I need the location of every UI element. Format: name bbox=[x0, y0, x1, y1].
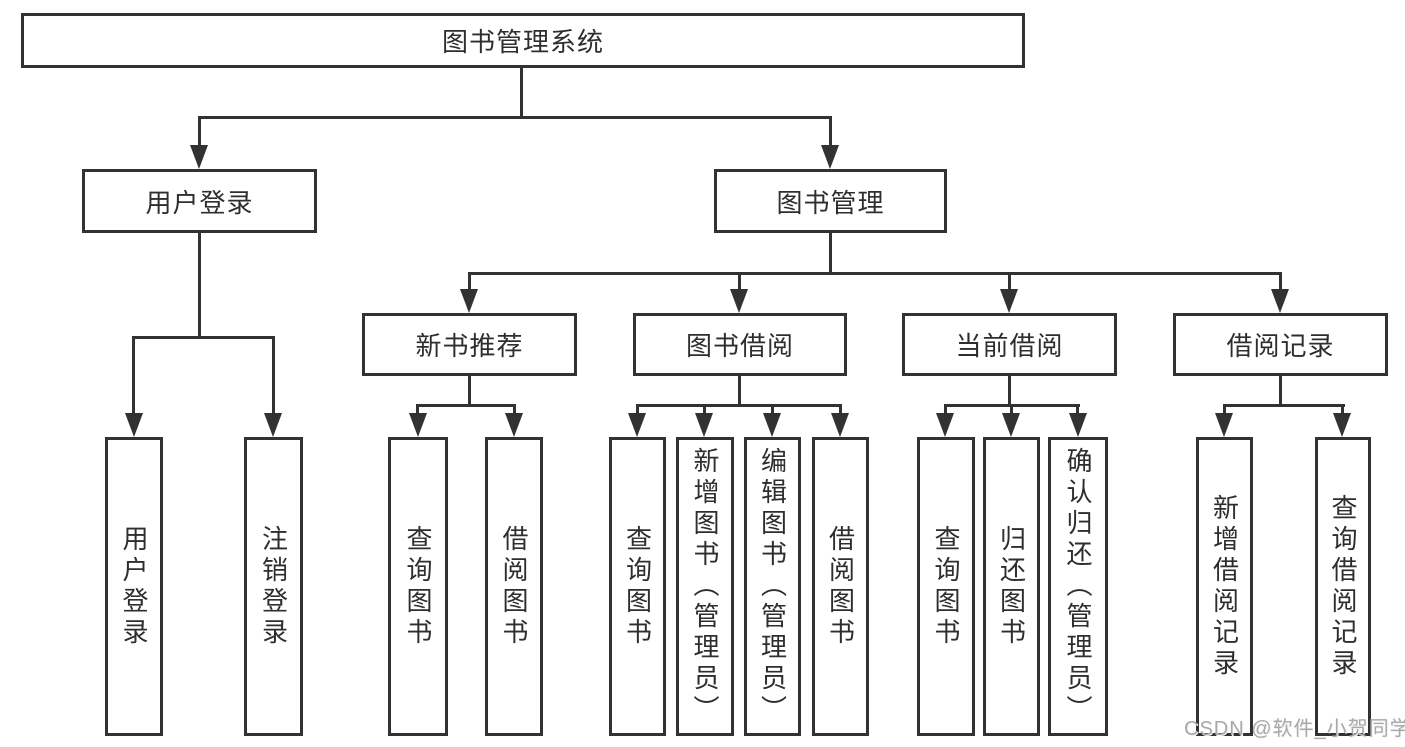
connector-line bbox=[198, 116, 832, 119]
leaf-label: 编辑图书（管理员） bbox=[757, 447, 788, 726]
node-label: 新书推荐 bbox=[415, 331, 524, 361]
arrow-down-icon bbox=[1215, 413, 1233, 437]
connector-line bbox=[468, 272, 1282, 275]
connector-line bbox=[1279, 272, 1282, 292]
node-book-management: 图书管理 bbox=[714, 169, 947, 233]
connector-line bbox=[520, 68, 523, 119]
node-label: 借阅记录 bbox=[1226, 331, 1335, 361]
watermark: CSDN @软件_小贺同学 bbox=[1184, 718, 1405, 740]
connector-line bbox=[829, 116, 832, 148]
connector-line bbox=[839, 404, 842, 415]
node-label: 图书管理 bbox=[776, 187, 885, 218]
leaf-label: 查询图书 bbox=[931, 524, 961, 649]
connector-line bbox=[1341, 404, 1344, 415]
leaf-label: 新增图书（管理员） bbox=[690, 447, 720, 726]
connector-line bbox=[771, 404, 774, 415]
leaf-add-borrow-record: 新增借阅记录 bbox=[1196, 437, 1253, 736]
connector-line bbox=[738, 272, 741, 292]
leaf-user-login: 用户登录 bbox=[105, 437, 163, 736]
arrow-down-icon bbox=[695, 413, 713, 437]
leaf-borrow-books: 借阅图书 bbox=[485, 437, 543, 736]
arrow-down-icon bbox=[628, 413, 646, 437]
connector-line bbox=[513, 404, 516, 415]
connector-line bbox=[829, 233, 832, 275]
connector-line bbox=[468, 376, 471, 407]
arrow-down-icon bbox=[190, 145, 208, 169]
leaf-label: 查询图书 bbox=[403, 524, 433, 649]
arrow-down-icon bbox=[831, 413, 849, 437]
arrow-down-icon bbox=[409, 413, 427, 437]
leaf-return-books: 归还图书 bbox=[983, 437, 1040, 736]
connector-line bbox=[1010, 404, 1013, 415]
node-current-borrowing: 当前借阅 bbox=[902, 313, 1117, 376]
connector-line bbox=[198, 116, 201, 148]
node-label: 当前借阅 bbox=[955, 331, 1064, 361]
leaf-label: 查询图书 bbox=[622, 524, 653, 649]
connector-line bbox=[1279, 376, 1282, 407]
connector-line bbox=[703, 404, 706, 415]
leaf-add-books-admin: 新增图书（管理员） bbox=[676, 437, 734, 736]
node-user-login: 用户登录 bbox=[82, 169, 317, 233]
leaf-label: 确认归还（管理员） bbox=[1063, 447, 1093, 726]
connector-line bbox=[416, 404, 516, 407]
connector-line bbox=[1076, 404, 1079, 415]
leaf-query-books: 查询图书 bbox=[917, 437, 975, 736]
leaf-query-books: 查询图书 bbox=[388, 437, 448, 736]
leaf-label: 查询借阅记录 bbox=[1328, 493, 1358, 680]
node-label: 用户登录 bbox=[145, 187, 254, 218]
arrow-down-icon bbox=[1002, 413, 1020, 437]
node-book-borrowing: 图书借阅 bbox=[633, 313, 847, 376]
connector-line bbox=[1008, 376, 1011, 407]
leaf-query-books: 查询图书 bbox=[609, 437, 666, 736]
connector-line bbox=[272, 336, 275, 415]
connector-line bbox=[1223, 404, 1345, 407]
arrow-down-icon bbox=[1000, 289, 1018, 313]
connector-line bbox=[132, 336, 275, 339]
node-label: 图书借阅 bbox=[685, 331, 794, 361]
leaf-edit-books-admin: 编辑图书（管理员） bbox=[744, 437, 801, 736]
leaf-confirm-return-admin: 确认归还（管理员） bbox=[1048, 437, 1108, 736]
arrow-down-icon bbox=[1069, 413, 1087, 437]
connector-line bbox=[1008, 272, 1011, 292]
connector-line bbox=[1223, 404, 1226, 415]
leaf-label: 归还图书 bbox=[996, 524, 1027, 649]
leaf-borrow-books: 借阅图书 bbox=[812, 437, 869, 736]
node-library-management-system: 图书管理系统 bbox=[21, 13, 1025, 68]
arrow-down-icon bbox=[1333, 413, 1351, 437]
leaf-logout-login: 注销登录 bbox=[244, 437, 303, 736]
leaf-label: 新增借阅记录 bbox=[1209, 493, 1240, 680]
arrow-down-icon bbox=[1271, 289, 1289, 313]
connector-line bbox=[738, 376, 741, 407]
node-label: 图书管理系统 bbox=[441, 27, 604, 57]
leaf-query-borrow-record: 查询借阅记录 bbox=[1315, 437, 1371, 736]
leaf-label: 注销登录 bbox=[258, 524, 289, 649]
node-borrowing-records: 借阅记录 bbox=[1173, 313, 1388, 376]
connector-line bbox=[416, 404, 419, 415]
leaf-label: 借阅图书 bbox=[499, 524, 529, 649]
node-new-book-recommendation: 新书推荐 bbox=[362, 313, 577, 376]
arrow-down-icon bbox=[125, 413, 143, 437]
arrow-down-icon bbox=[505, 413, 523, 437]
arrow-down-icon bbox=[763, 413, 781, 437]
connector-line bbox=[636, 404, 842, 407]
arrow-down-icon bbox=[730, 289, 748, 313]
arrow-down-icon bbox=[821, 145, 839, 169]
arrow-down-icon bbox=[264, 413, 282, 437]
connector-line bbox=[944, 404, 947, 415]
leaf-label: 借阅图书 bbox=[825, 524, 856, 649]
leaf-label: 用户登录 bbox=[119, 524, 149, 649]
arrow-down-icon bbox=[460, 289, 478, 313]
connector-line bbox=[468, 272, 471, 292]
connector-line bbox=[636, 404, 639, 415]
arrow-down-icon bbox=[936, 413, 954, 437]
connector-line bbox=[198, 233, 201, 339]
connector-line bbox=[132, 336, 135, 415]
